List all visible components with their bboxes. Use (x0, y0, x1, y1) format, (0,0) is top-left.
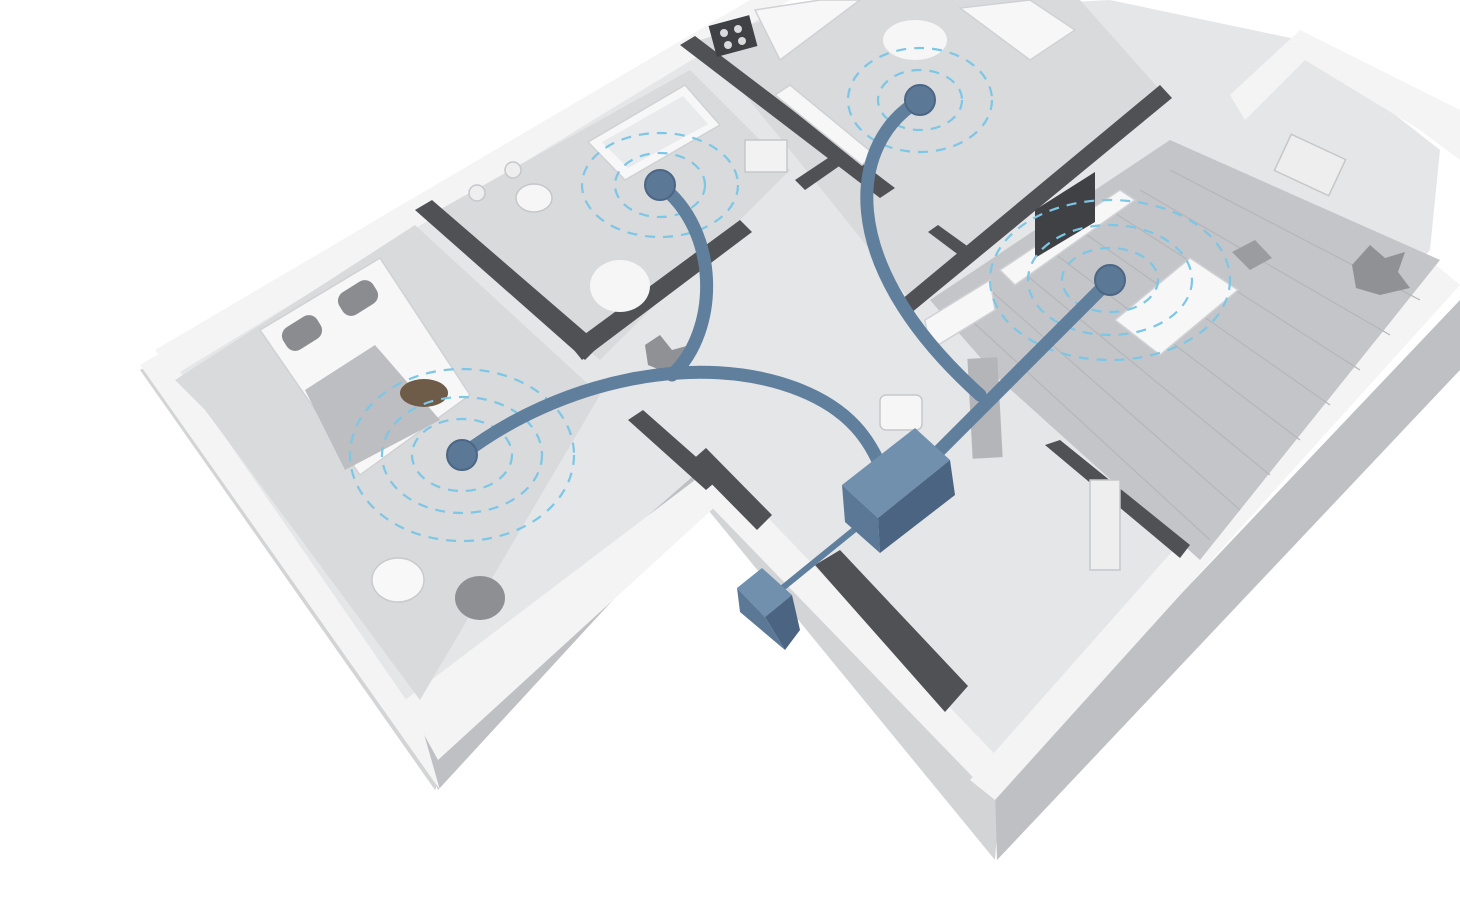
living-room-airflow (988, 198, 1232, 362)
intake-unit-front (737, 588, 785, 650)
armchair (1232, 240, 1272, 270)
balcony-window (1273, 133, 1347, 197)
kitchen-round-table (883, 20, 947, 60)
duct-intake (777, 522, 863, 593)
intake-unit-top (737, 568, 792, 617)
airflow-waves (348, 46, 1232, 543)
duct-living-room (923, 273, 1117, 467)
bidet (468, 184, 486, 202)
bedroom-rug (400, 379, 448, 407)
kitchen-table (958, 0, 1077, 61)
bedroom-stool-white (371, 557, 425, 603)
unit-side (878, 460, 955, 553)
partition-hall-lower-1 (628, 410, 720, 490)
bedroom-stool-grey (455, 576, 505, 620)
pillow-right (337, 280, 379, 316)
toilet (515, 183, 553, 213)
partition-hall-lower-2 (690, 448, 772, 530)
unit-top (842, 428, 950, 518)
living-room-vent (1094, 264, 1126, 296)
bathtub-inner (602, 96, 708, 168)
stove-burner (738, 37, 746, 45)
vents (446, 84, 1126, 471)
bathroom-mat (590, 260, 650, 312)
wardrobe (1089, 479, 1121, 571)
air-handling-unit (842, 428, 955, 553)
kitchen-airflow (846, 46, 994, 154)
unit-front (842, 485, 880, 553)
partition-kitchen-living (895, 85, 1172, 318)
intake-unit (737, 568, 800, 650)
pillow-left (281, 315, 323, 351)
bedroom-vent (446, 439, 478, 471)
outer-wall-bottom-right-face (995, 300, 1460, 860)
kitchen-floor (700, 0, 1160, 300)
bedroom-airflow (348, 367, 576, 543)
partition-kitchen-short (795, 150, 848, 190)
coffee-table (1113, 257, 1240, 356)
duct-bathroom (653, 178, 713, 382)
stove-burner (720, 29, 728, 37)
toilet-tank (504, 161, 522, 179)
kitchen-vent (904, 84, 936, 116)
bathroom-vent (644, 169, 676, 201)
bathroom-sink (744, 139, 788, 173)
duct-bedroom (455, 365, 889, 477)
stove-burner (734, 25, 742, 33)
balcony-wall (1230, 30, 1460, 160)
bathroom-airflow (580, 131, 740, 239)
intake-unit-side (765, 595, 800, 650)
hall-cabinet (879, 394, 923, 431)
duct-kitchen (860, 93, 987, 402)
partition-bedroom-bath (415, 200, 600, 360)
partition-living-stub (928, 225, 970, 256)
outer-wall-top-middle (695, 476, 1010, 800)
kitchen-counter (753, 0, 862, 62)
outer-wall-top-bottom (405, 480, 728, 760)
outer-wall-middle-face (700, 480, 1000, 860)
stove-burner (724, 41, 732, 49)
bed-blanket (305, 345, 440, 470)
outer-wall-top-left (140, 350, 440, 790)
bedroom-furniture (258, 256, 505, 620)
kitchen-furniture (708, 0, 1077, 166)
television (1035, 172, 1095, 258)
ducts (455, 93, 1117, 593)
partition-hall-lower-3 (815, 550, 968, 712)
potted-plant-living (1352, 245, 1410, 295)
stove (708, 15, 758, 57)
